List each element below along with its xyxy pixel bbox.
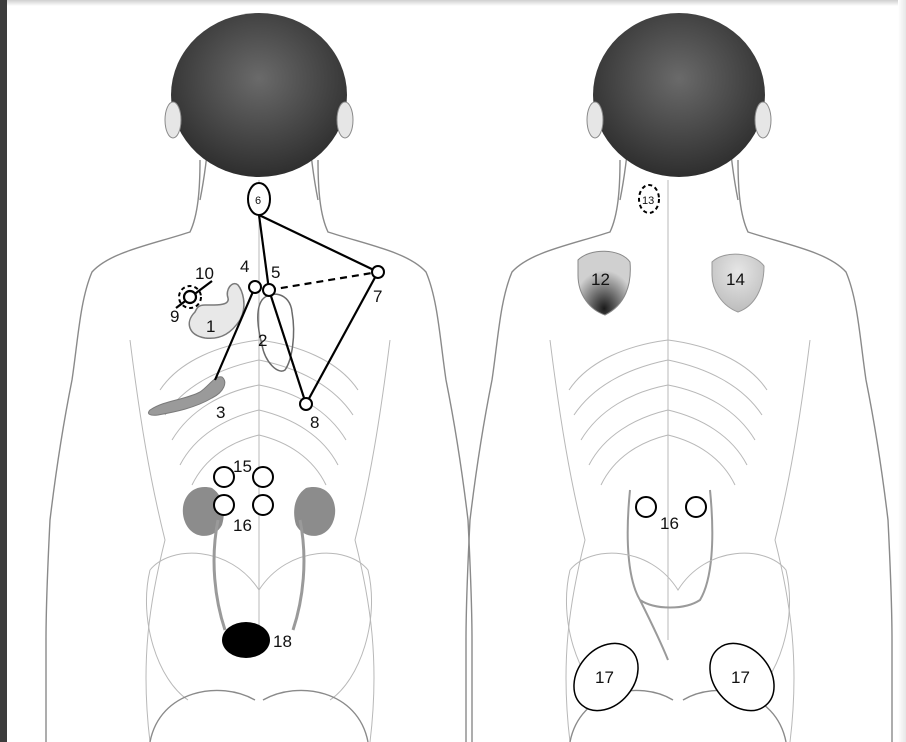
marker-9	[184, 291, 196, 303]
label-12: 12	[591, 270, 610, 289]
label-15: 15	[233, 457, 252, 476]
label-17-left: 17	[595, 668, 614, 687]
right-body-outline	[466, 160, 892, 742]
right-figure: 12 13 14 16 17 17	[466, 13, 892, 742]
marker-16-right-b	[686, 497, 706, 517]
label-13: 13	[642, 195, 654, 207]
left-head-hair	[171, 13, 347, 177]
label-6: 6	[255, 195, 261, 207]
label-14: 14	[726, 270, 745, 289]
right-head-hair	[593, 13, 765, 177]
marker-15-right	[253, 467, 273, 487]
right-ear-r	[755, 102, 771, 138]
label-4: 4	[240, 257, 249, 276]
left-buttocks	[150, 690, 368, 742]
marker-16-right-a	[636, 497, 656, 517]
marker-4	[249, 281, 261, 293]
dashed-line-5-7	[269, 272, 378, 290]
marker-16-left-a	[214, 495, 234, 515]
label-9: 9	[170, 307, 179, 326]
marker-5	[263, 284, 275, 296]
label-16-right: 16	[660, 514, 679, 533]
label-1: 1	[206, 317, 215, 336]
left-torso-lines	[130, 340, 390, 742]
label-17-right: 17	[731, 668, 750, 687]
marker-16-left-b	[253, 495, 273, 515]
left-ear-l	[165, 102, 181, 138]
label-10: 10	[195, 264, 214, 283]
organ-3	[148, 377, 224, 416]
marker-15-left	[214, 467, 234, 487]
label-16-left: 16	[233, 516, 252, 535]
marker-7	[372, 266, 384, 278]
label-2: 2	[258, 331, 267, 350]
left-ear-r	[337, 102, 353, 138]
right-ear-l	[587, 102, 603, 138]
marker-18-organ	[222, 622, 270, 658]
label-8: 8	[310, 413, 319, 432]
label-7: 7	[373, 287, 382, 306]
left-figure: 1 2 3 4 5 6 7 8 9 10 15 16 18	[46, 13, 472, 742]
label-18: 18	[273, 632, 292, 651]
label-5: 5	[271, 263, 280, 282]
marker-8	[300, 398, 312, 410]
label-3: 3	[216, 403, 225, 422]
